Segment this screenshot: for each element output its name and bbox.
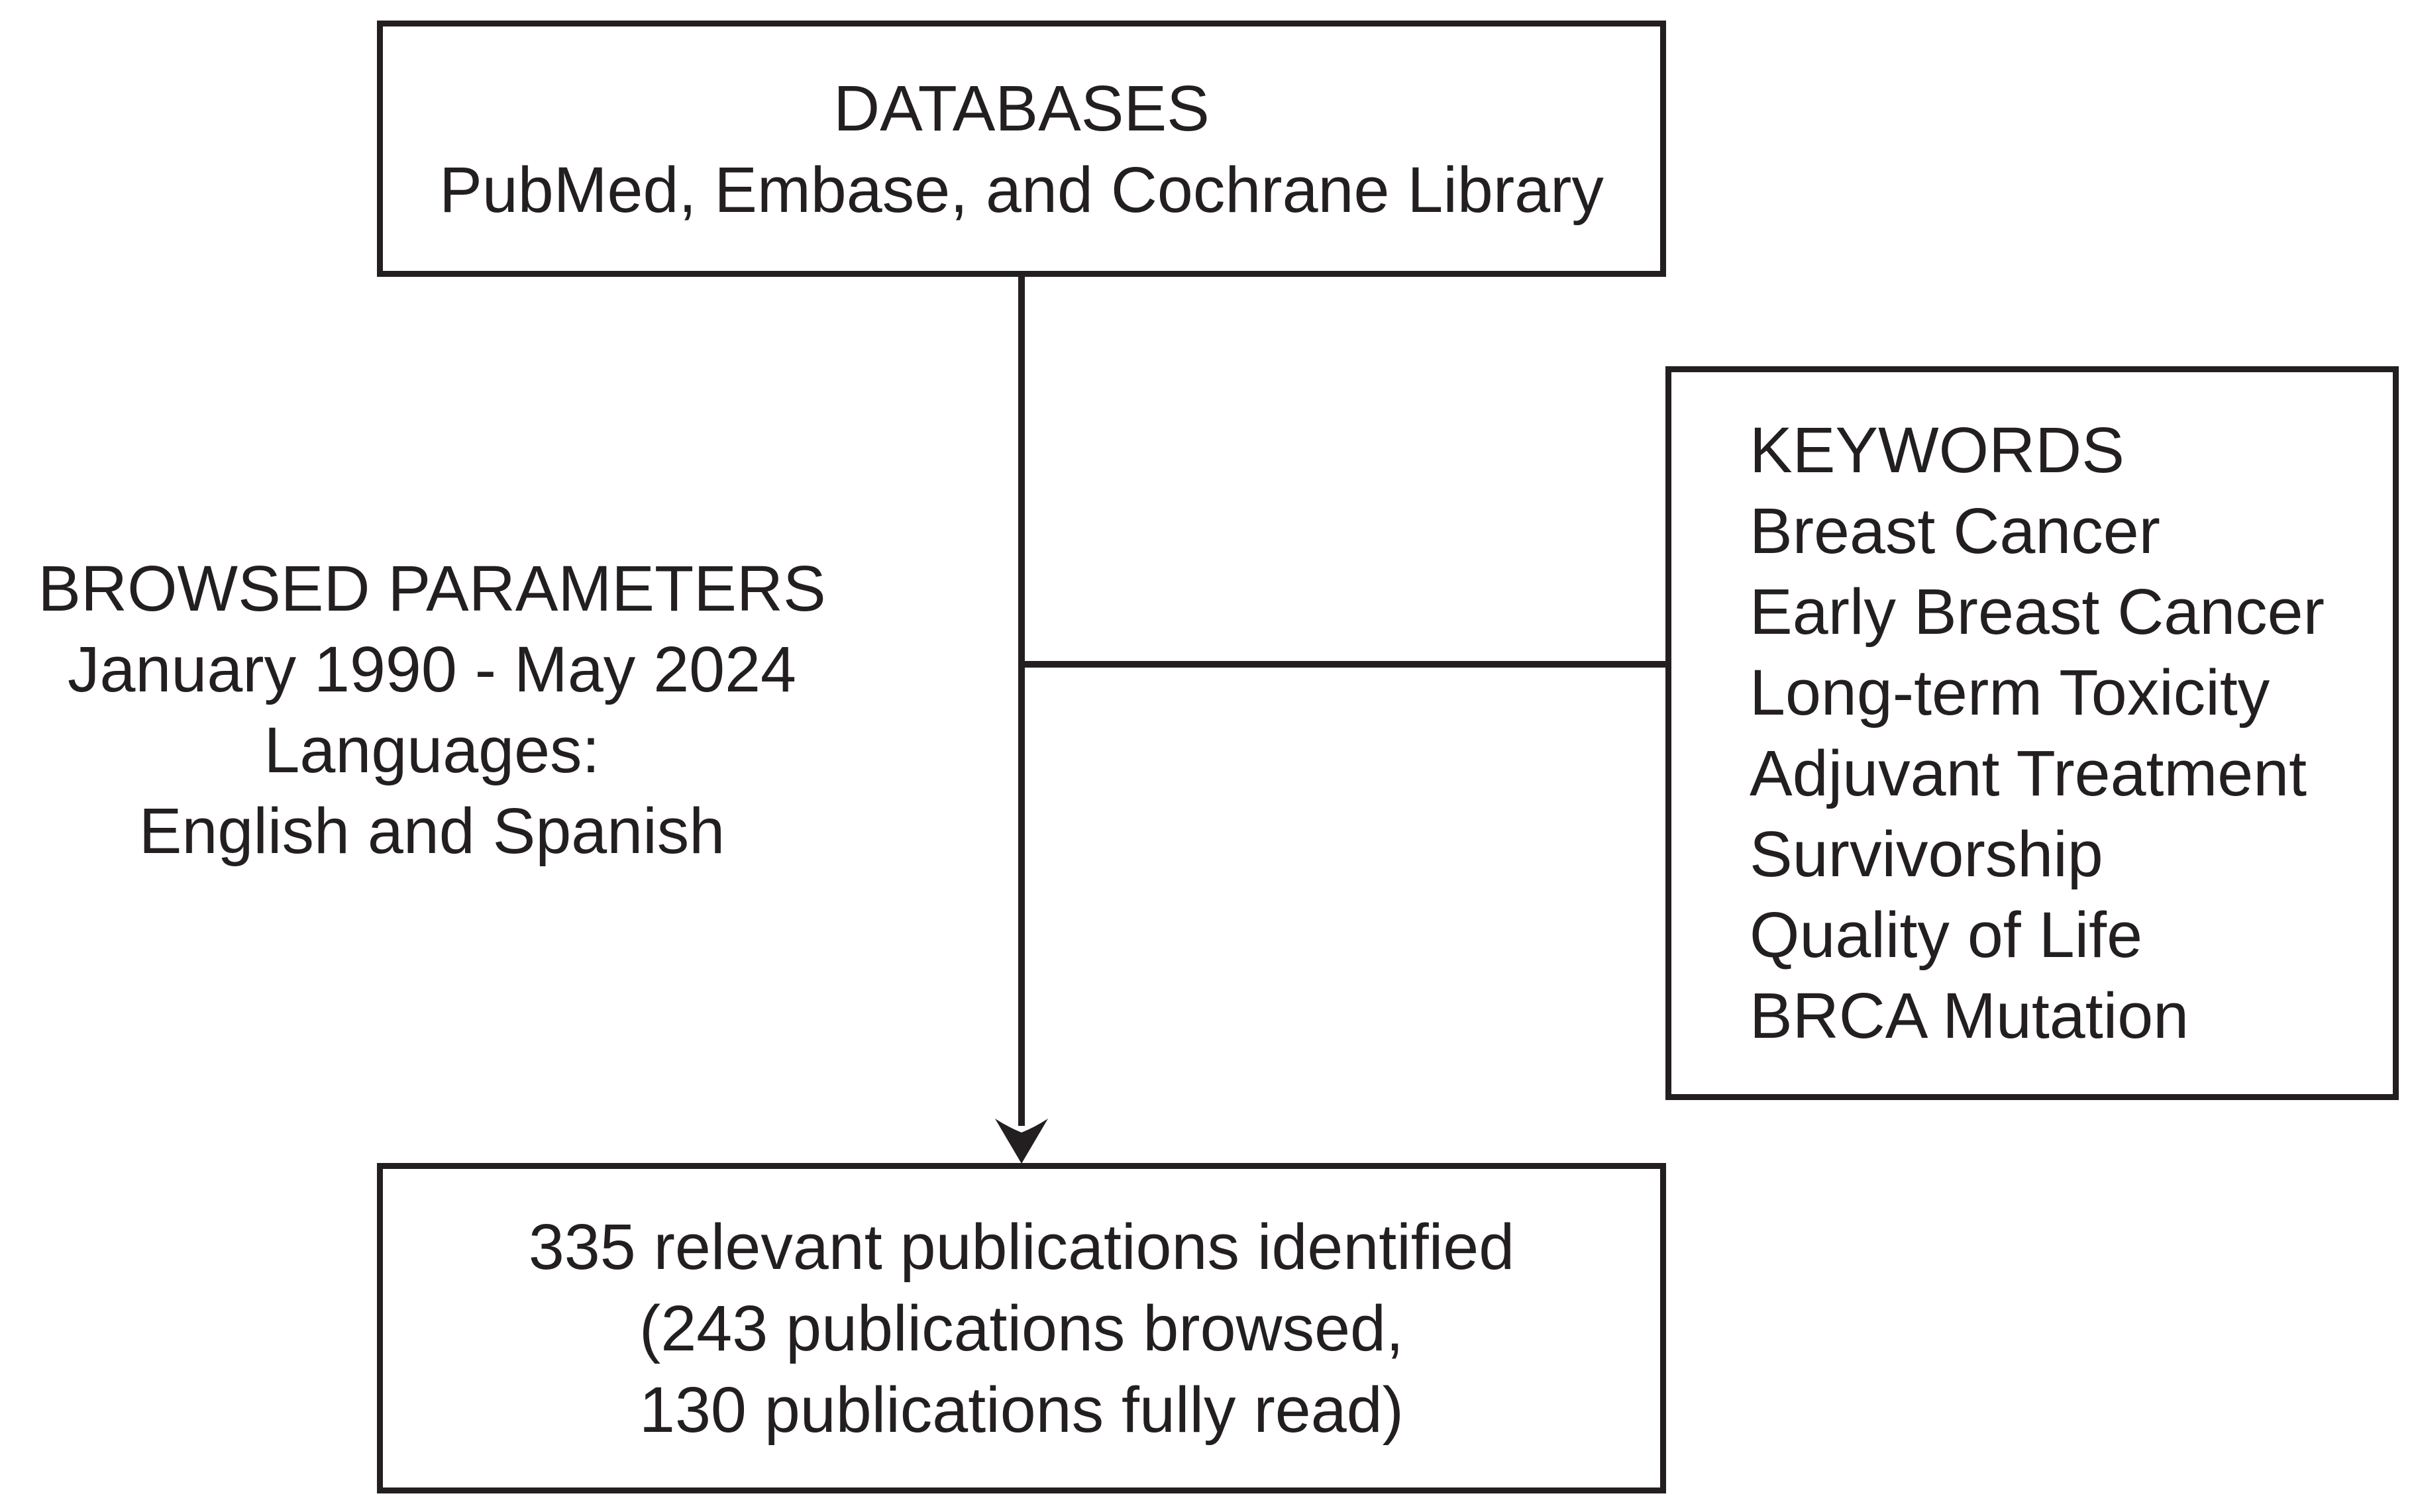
results-fully-read-count: 130 publications fully read) xyxy=(639,1374,1404,1446)
browsed-parameters-languages-value: English and Spanish xyxy=(138,795,725,867)
keyword-item: Early Breast Cancer xyxy=(1750,576,2325,648)
databases-sources: PubMed, Embase, and Cochrane Library xyxy=(439,153,1604,226)
databases-box: DATABASES PubMed, Embase, and Cochrane L… xyxy=(377,21,1666,277)
browsed-parameters-text: BROWSED PARAMETERS January 1990 - May 20… xyxy=(0,548,864,872)
results-count: 335 relevant publications identified xyxy=(528,1211,1515,1283)
results-browsed-count: (243 publications browsed, xyxy=(639,1292,1404,1364)
browsed-parameters-title: BROWSED PARAMETERS xyxy=(38,552,826,625)
keyword-item: Quality of Life xyxy=(1750,899,2143,971)
results-box: 335 relevant publications identified (24… xyxy=(377,1163,1666,1493)
keyword-item: Survivorship xyxy=(1750,818,2103,890)
browsed-parameters-date-range: January 1990 - May 2024 xyxy=(67,633,796,705)
browsed-parameters-languages-label: Languages: xyxy=(264,714,600,786)
keyword-item: BRCA Mutation xyxy=(1750,980,2189,1052)
connector-vertical-line xyxy=(1018,276,1025,1126)
keywords-title: KEYWORDS xyxy=(1750,414,2125,486)
databases-title: DATABASES xyxy=(833,72,1210,144)
connector-horizontal-line xyxy=(1022,661,1665,668)
keyword-item: Adjuvant Treatment xyxy=(1750,737,2307,809)
arrow-down-icon xyxy=(995,1119,1048,1164)
keyword-item: Breast Cancer xyxy=(1750,495,2160,567)
keywords-box: KEYWORDS Breast Cancer Early Breast Canc… xyxy=(1665,366,2399,1100)
keyword-item: Long-term Toxicity xyxy=(1750,656,2270,729)
